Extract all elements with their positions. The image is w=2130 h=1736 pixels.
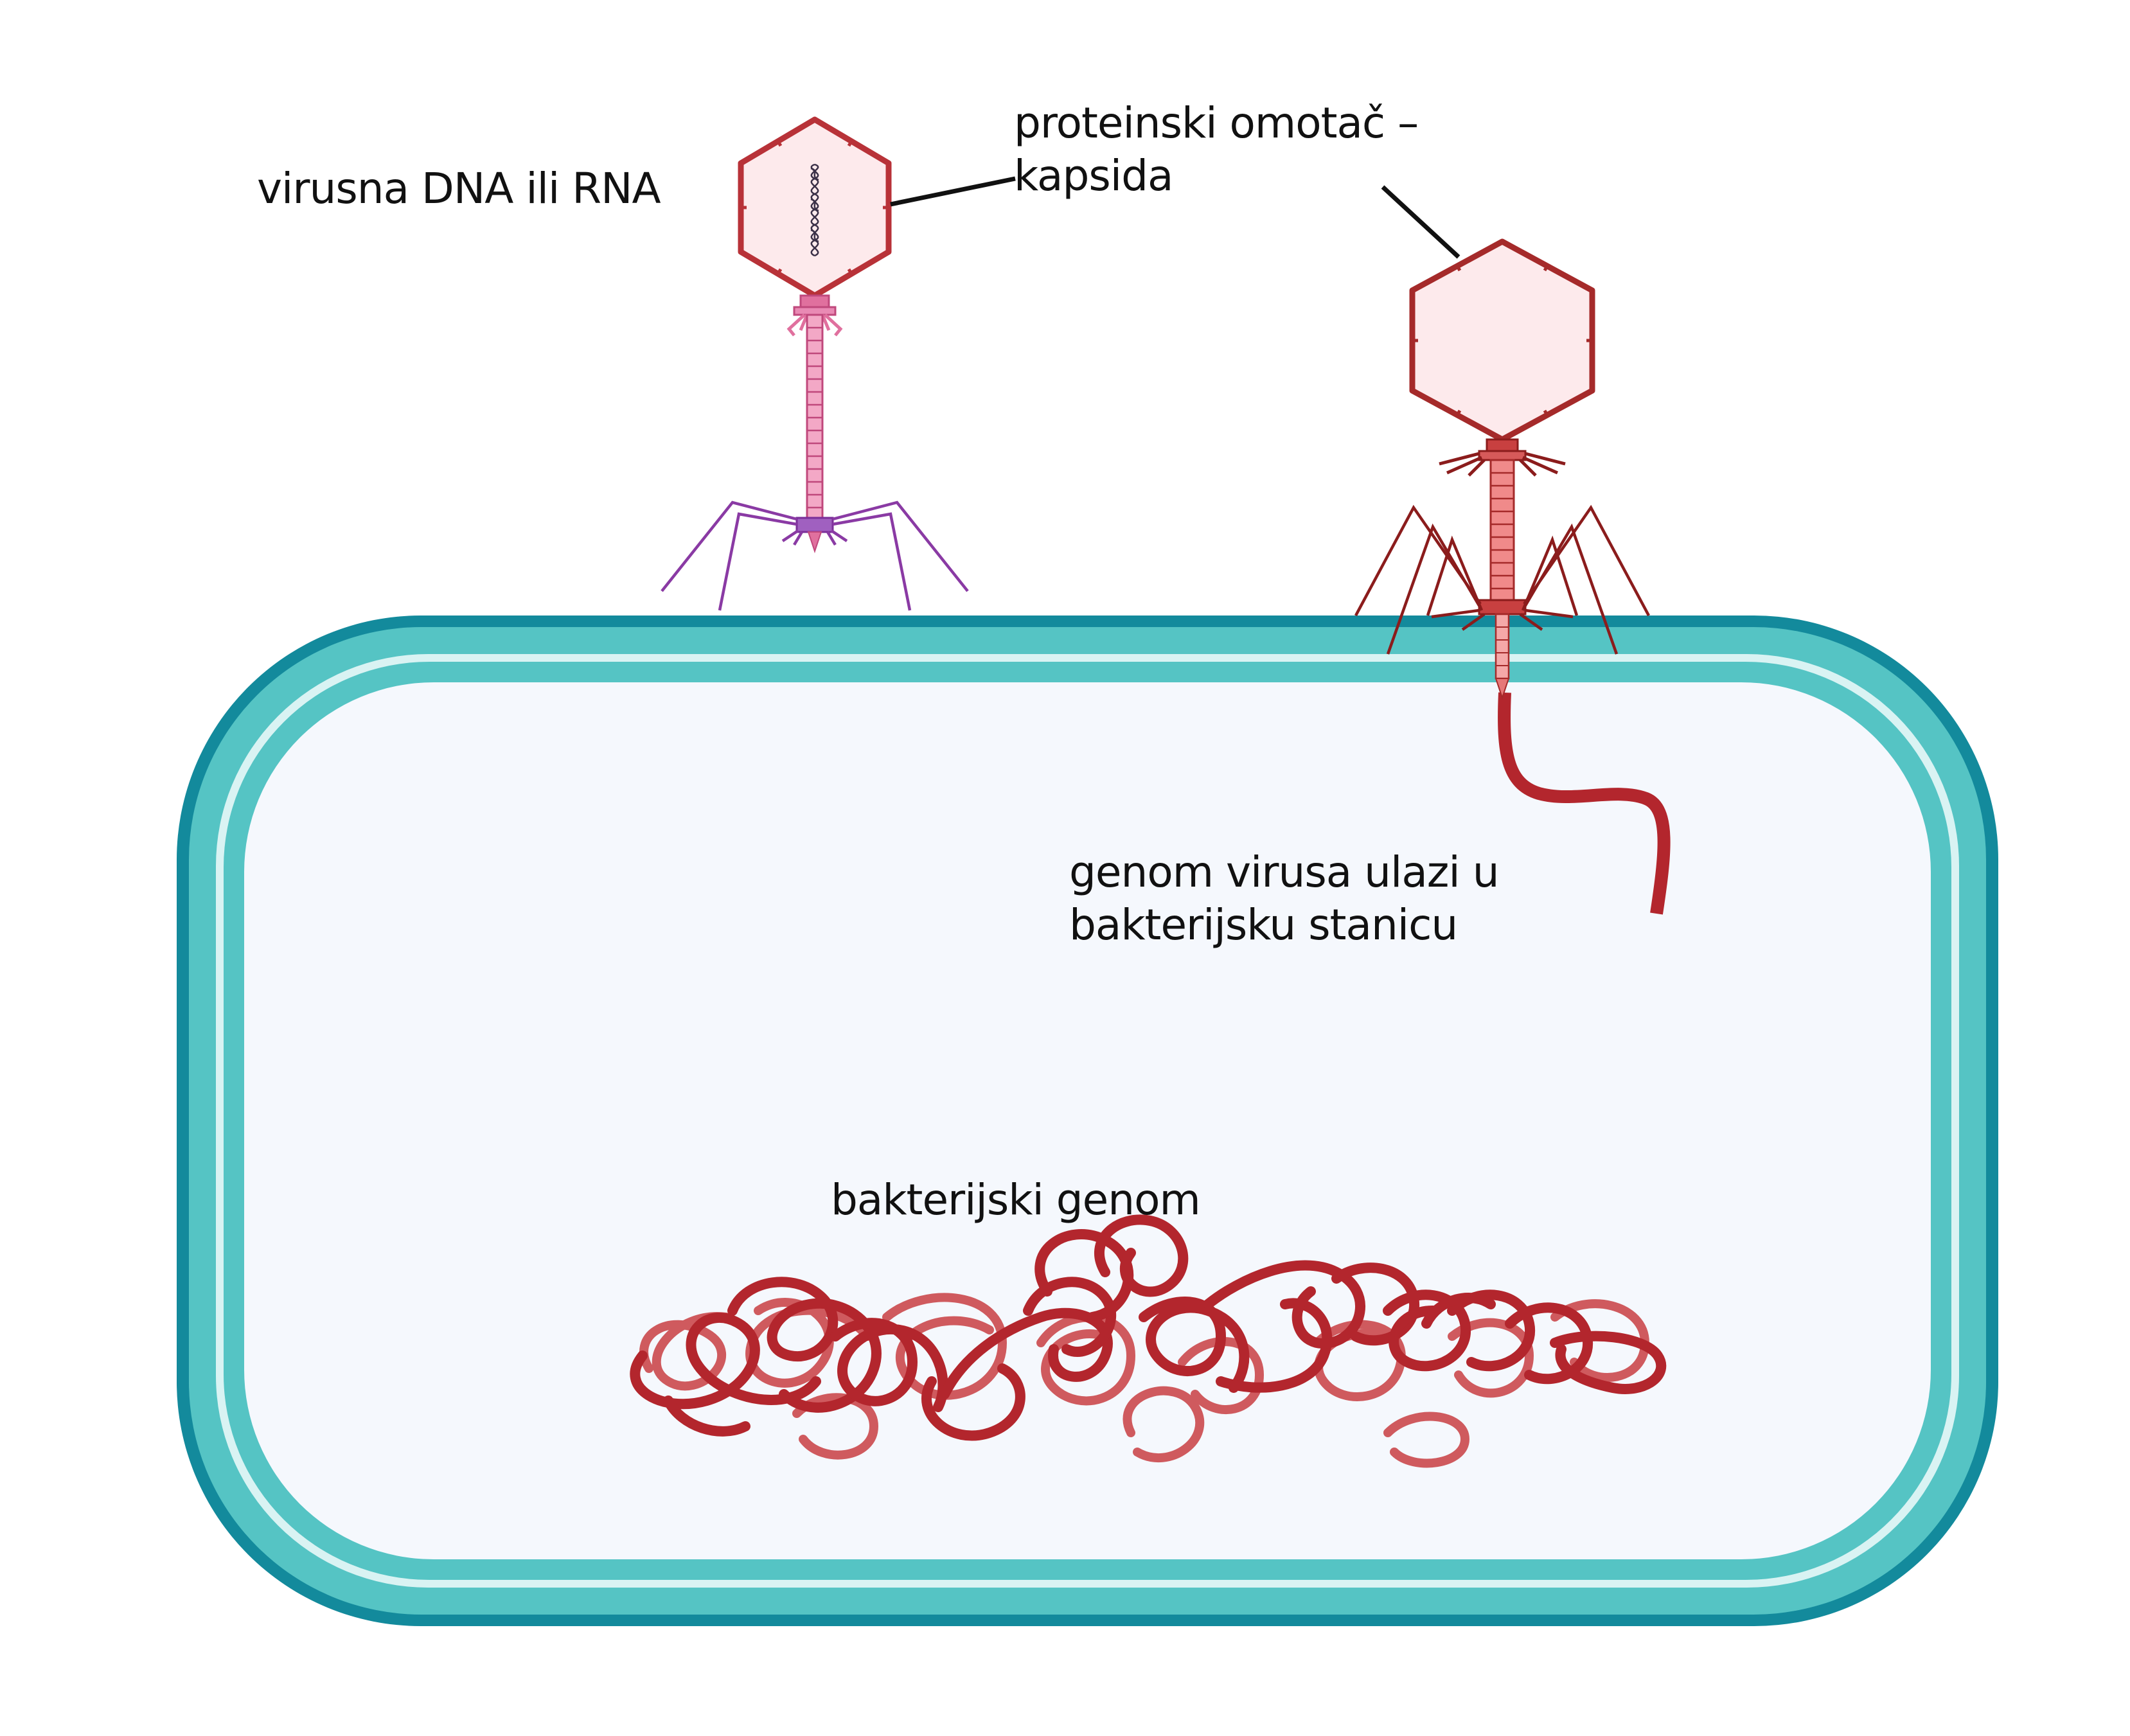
cytoplasm (244, 682, 1931, 1559)
bacterial-cell (177, 616, 1998, 1626)
phage1-neck (793, 306, 837, 316)
phage2-neck (1478, 450, 1527, 461)
phage1-tail-fibers (661, 500, 969, 611)
phage2-tail-tip (1495, 678, 1510, 700)
bacteriophage-free (661, 116, 969, 611)
label-genome-entry-line2: bakterijsku stanicu (1069, 900, 1457, 950)
phage2-tube-rings (1496, 626, 1509, 666)
phage2-tail-sheath (1489, 459, 1515, 603)
phage1-tail-rings (807, 326, 822, 509)
phage2-tail-tube (1495, 613, 1510, 680)
bacteriophage-injecting (1354, 238, 1650, 700)
phage2-capsid-segments (1412, 265, 1592, 416)
phage1-tail-spike (807, 531, 822, 554)
phage2-tail-rings (1491, 472, 1514, 590)
phage2-whiskers (1439, 452, 1566, 477)
label-viral-nucleic-acid: virusna DNA ili RNA (257, 164, 661, 213)
capsid-leader-phage2 (1381, 185, 1460, 259)
phage2-baseplate (1478, 599, 1527, 616)
phage2-tail-fibers (1354, 504, 1650, 655)
bacterial-genome-tangle (630, 1214, 1667, 1468)
capsid-leader-phage1 (890, 176, 1016, 207)
label-genome-entry-line1: genom virusa ulazi u (1069, 847, 1499, 897)
label-capsid-line1: proteinski omotač – (1014, 98, 1418, 148)
injected-viral-genome (1498, 692, 1671, 915)
phage1-capsid-segments (741, 140, 889, 275)
phage1-whiskers (786, 314, 843, 337)
viral-dna-coil (810, 163, 819, 257)
phage1-collar (799, 294, 830, 308)
leader-lines (890, 176, 1460, 259)
phage1-baseplate (795, 517, 834, 533)
labels: virusna DNA ili RNA proteinski omotač – … (257, 98, 1500, 1225)
label-bacterial-genome: bakterijski genom (831, 1175, 1200, 1225)
phage2-capsid (1409, 238, 1595, 443)
label-capsid-line2: kapsida (1014, 151, 1173, 200)
phage2-collar (1486, 438, 1519, 452)
